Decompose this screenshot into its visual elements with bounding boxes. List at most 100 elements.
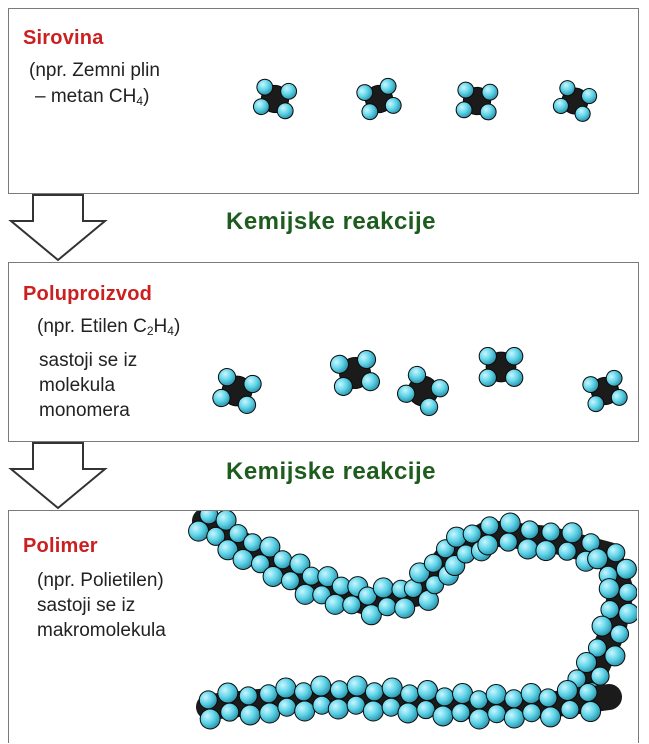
methane-molecule: [252, 78, 298, 120]
hydrogen-atom: [381, 677, 403, 699]
hydrogen-atom: [400, 684, 420, 704]
hydrogen-atom: [384, 97, 402, 114]
hydrogen-atom: [250, 554, 270, 574]
hydrogen-atom: [557, 541, 577, 561]
hydrogen-atom: [262, 565, 284, 587]
hydrogen-atom: [520, 520, 540, 540]
hydrogen-atom: [217, 682, 239, 704]
intermediate-example: (npr. Etilen C2H4): [37, 315, 180, 343]
raw-material-formula: – metan CH4): [35, 85, 149, 113]
panel-raw-material: Sirovina (npr. Zemni plin – metan CH4): [8, 8, 639, 194]
hydrogen-atom: [324, 593, 346, 615]
hydrogen-atom: [277, 697, 297, 717]
hydrogen-atom: [381, 697, 401, 717]
hydrogen-atom: [552, 97, 569, 114]
hydrogen-atom: [364, 682, 384, 702]
hydrogen-atom: [587, 395, 605, 413]
hydrogen-atom: [590, 666, 610, 686]
hydrogen-atom: [259, 684, 279, 704]
hydrogen-atom: [407, 365, 427, 385]
hydrogen-atom: [294, 700, 316, 722]
hydrogen-atom: [419, 397, 439, 417]
hydrogen-atom: [346, 675, 368, 697]
panel-title-raw-material: Sirovina: [23, 27, 104, 49]
hydrogen-atom: [252, 98, 270, 116]
hydrogen-atom: [574, 105, 591, 122]
panel-polymer: Polimer (npr. Polietilen) sastoji se iz …: [8, 510, 639, 743]
step-label-chemical-reactions-1: Kemijske reakcije: [226, 208, 436, 235]
hydrogen-atom: [505, 347, 524, 366]
intermediate-description-1: sastoji se iz: [39, 350, 138, 371]
hydrogen-atom: [329, 680, 349, 700]
hydrogen-atom: [457, 81, 475, 99]
hydrogen-atom: [228, 524, 248, 544]
hydrogen-atom: [618, 582, 637, 602]
hydrogen-atom: [462, 524, 482, 544]
hydrogen-atom: [423, 553, 443, 573]
hydrogen-atom: [360, 604, 382, 626]
hydrogen-atom: [206, 526, 226, 546]
hydrogen-atom: [610, 389, 628, 406]
hydrogen-atom: [477, 534, 499, 556]
ethylene-molecules-illustration: [212, 347, 628, 417]
methane-molecule: [455, 81, 499, 121]
hydrogen-atom: [604, 645, 626, 667]
hydrogen-atom: [342, 595, 362, 615]
hydrogen-atom: [372, 577, 394, 599]
intermediate-description-2: molekula: [39, 375, 116, 396]
hydrogen-atom: [541, 522, 561, 542]
hydrogen-atom: [198, 690, 218, 710]
hydrogen-atom: [479, 103, 497, 121]
hydrogen-atom: [397, 384, 416, 403]
raw-material-subscript: 4: [136, 94, 144, 108]
hydrogen-atom: [333, 376, 353, 396]
methane-molecule: [356, 77, 402, 121]
hydrogen-atom: [535, 540, 557, 562]
ethylene-molecule: [330, 350, 380, 396]
hydrogen-atom: [294, 682, 314, 702]
polymer-description-3: makromolekula: [37, 620, 166, 641]
hydrogen-atom: [505, 368, 524, 387]
raw-material-example: (npr. Zemni plin: [29, 59, 160, 83]
hydrogen-atom: [280, 82, 298, 100]
hydrogen-atom: [600, 600, 620, 620]
hydrogen-atom: [362, 700, 384, 722]
hydrogen-atom: [360, 372, 380, 392]
hydrogen-atom: [220, 702, 240, 722]
hydrogen-atom: [199, 511, 219, 525]
polymer-description-2: sastoji se iz: [37, 595, 136, 616]
hydrogen-atom: [259, 536, 281, 558]
hydrogen-atom: [498, 532, 518, 552]
hydrogen-atom: [468, 708, 490, 730]
intermediate-subscript-2: 4: [167, 324, 174, 338]
hydrogen-atom: [394, 597, 416, 619]
hydrogen-atom: [615, 558, 637, 580]
hydrogen-atom: [256, 78, 274, 96]
hydrogen-atom: [560, 699, 580, 719]
hydrogen-atom: [504, 689, 524, 709]
hydrogen-atom: [618, 602, 637, 624]
ethylene-molecule: [212, 368, 262, 414]
hydrogen-atom: [576, 652, 598, 674]
hydrogen-atom: [317, 566, 339, 588]
raw-material-line-1: (npr. Zemni plin: [29, 60, 160, 81]
intermediate-subscript-1: 2: [146, 324, 154, 338]
hydrogen-atom: [605, 369, 623, 387]
hydrogen-atom: [517, 538, 539, 560]
hydrogen-atom: [275, 677, 297, 699]
step-label-chemical-reactions-2: Kemijske reakcije: [226, 458, 436, 485]
hydrogen-atom: [346, 695, 366, 715]
ethylene-molecule: [582, 369, 628, 413]
hydrogen-atom: [425, 575, 445, 595]
hydrogen-atom: [591, 615, 613, 637]
hydrogen-atom: [280, 571, 300, 591]
intermediate-h: H: [153, 316, 168, 337]
hydrogen-atom: [239, 704, 261, 726]
hydrogen-atom: [580, 701, 602, 723]
hydrogen-atom: [480, 516, 500, 536]
methane-molecule: [552, 80, 598, 122]
hydrogen-atom: [578, 683, 598, 703]
hydrogen-atom: [581, 88, 598, 105]
hydrogen-atom: [217, 368, 237, 387]
hydrogen-atom: [430, 379, 449, 398]
